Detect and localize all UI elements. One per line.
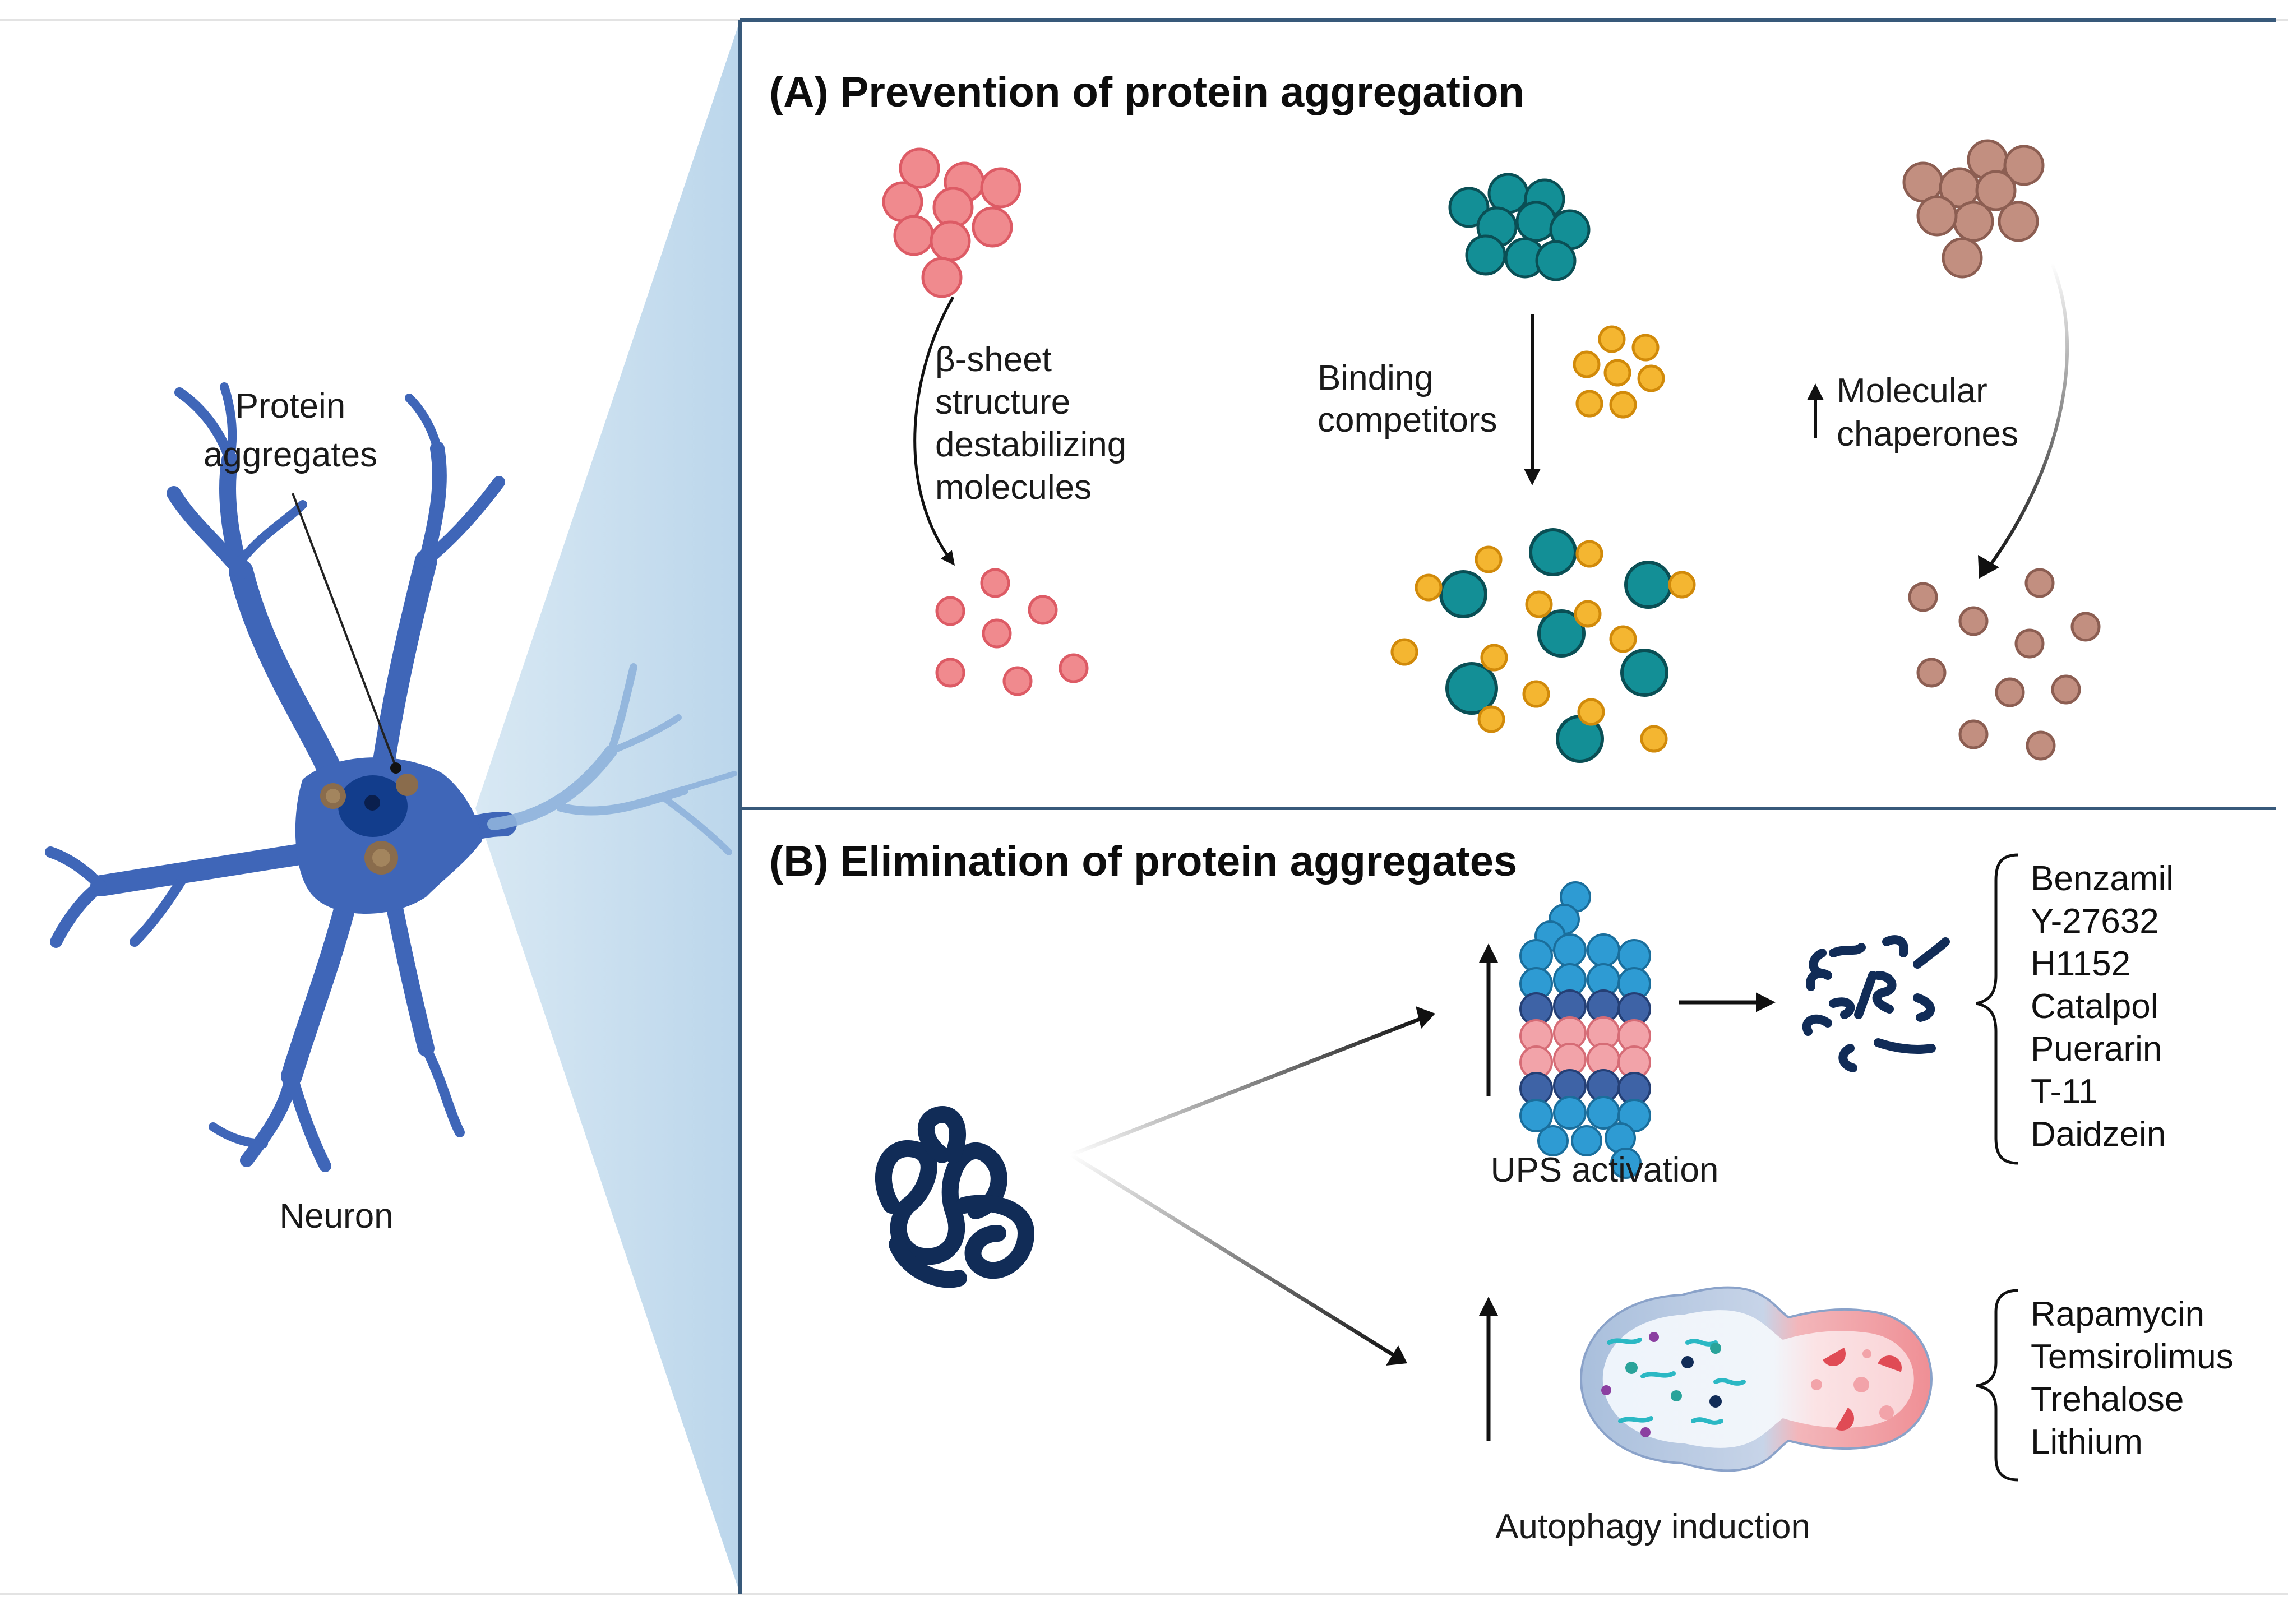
beta-sheet-label-line3: destabilizing: [935, 425, 1126, 464]
ups-drug-daidzein: Daidzein: [2031, 1115, 2166, 1154]
to-autophagy-arrowhead: [1386, 1345, 1407, 1366]
degraded-fragments: [1802, 935, 1950, 1072]
aggregates-pointer: [292, 493, 397, 767]
protein-aggregates-label-line1: Protein: [235, 387, 345, 425]
beta-sheet-label-line4: molecules: [935, 468, 1092, 507]
bound-complexes: [1390, 528, 1696, 763]
pink-aggregate-cluster: [882, 147, 1021, 298]
brown-aggregate-cluster: [1902, 139, 2045, 279]
chaperone-label-line2: chaperones: [1837, 415, 2018, 454]
ups-drug-t11: T-11: [2031, 1072, 2097, 1111]
aggregates-pointer-dot: [390, 762, 401, 774]
ups-label: UPS activation: [1491, 1151, 1719, 1190]
ups-drug-benzamil: Benzamil: [2031, 859, 2174, 898]
proteasome: [1519, 881, 1651, 1179]
ups-drug-y27632: Y-27632: [2031, 902, 2159, 941]
panel-frame: [738, 18, 2276, 1594]
autolysosome: [1580, 1286, 1933, 1472]
beta-sheet-label: β-sheet structure destabilizing molecule…: [935, 340, 1136, 507]
autophagy-drug-lithium: Lithium: [2031, 1423, 2143, 1461]
ups-drugs-brace: [1976, 853, 2019, 1165]
competitor-cluster: [1573, 325, 1665, 419]
beta-sheet-arrow: [913, 296, 955, 566]
chaperone-arrowhead: [1978, 555, 1999, 579]
chaperone-arrow: [1986, 262, 2069, 570]
beta-sheet-label-line1: β-sheet: [935, 340, 1052, 379]
pink-monomers: [935, 568, 1089, 696]
neuron-label: Neuron: [279, 1197, 393, 1236]
to-ups-arrowhead: [1416, 1006, 1435, 1029]
binding-label-line2: competitors: [1318, 401, 1497, 439]
teal-aggregate-cluster: [1448, 173, 1591, 281]
neuron: [45, 382, 737, 1172]
to-ups-arrow: [1070, 1015, 1425, 1157]
brown-monomers: [1908, 568, 2101, 761]
ups-drug-list: Benzamil Y-27632 H1152 Catalpol Puerarin…: [2031, 859, 2174, 1154]
panel-a-title: (A) Prevention of protein aggregation: [769, 68, 1524, 116]
autophagy-drug-trehalose: Trehalose: [2031, 1380, 2184, 1419]
autophagy-label: Autophagy induction: [1495, 1507, 1810, 1546]
ups-drug-h1152: H1152: [2031, 945, 2130, 983]
to-autophagy-arrow: [1070, 1153, 1397, 1358]
binding-label-line1: Binding: [1318, 359, 1434, 397]
chaperone-label-line1: Molecular: [1837, 372, 1987, 410]
binding-label: Binding competitors: [1318, 359, 1497, 439]
chaperone-label: Molecular chaperones: [1837, 372, 2018, 454]
ups-drug-catalpol: Catalpol: [2031, 987, 2158, 1026]
autophagy-drug-list: Rapamycin Temsirolimus Trehalose Lithium: [2031, 1295, 2234, 1461]
autophagy-drugs-brace: [1976, 1289, 2019, 1482]
ups-drug-puerarin: Puerarin: [2031, 1030, 2162, 1068]
autophagy-drug-rapamycin: Rapamycin: [2031, 1295, 2204, 1334]
beta-sheet-label-line2: structure: [935, 383, 1070, 422]
tangled-aggregate: [875, 1106, 1034, 1288]
protein-aggregates-label-line2: aggregates: [204, 436, 377, 474]
autophagy-drug-temsirolimus: Temsirolimus: [2031, 1338, 2234, 1376]
panel-b-title: (B) Elimination of protein aggregates: [769, 838, 1517, 885]
